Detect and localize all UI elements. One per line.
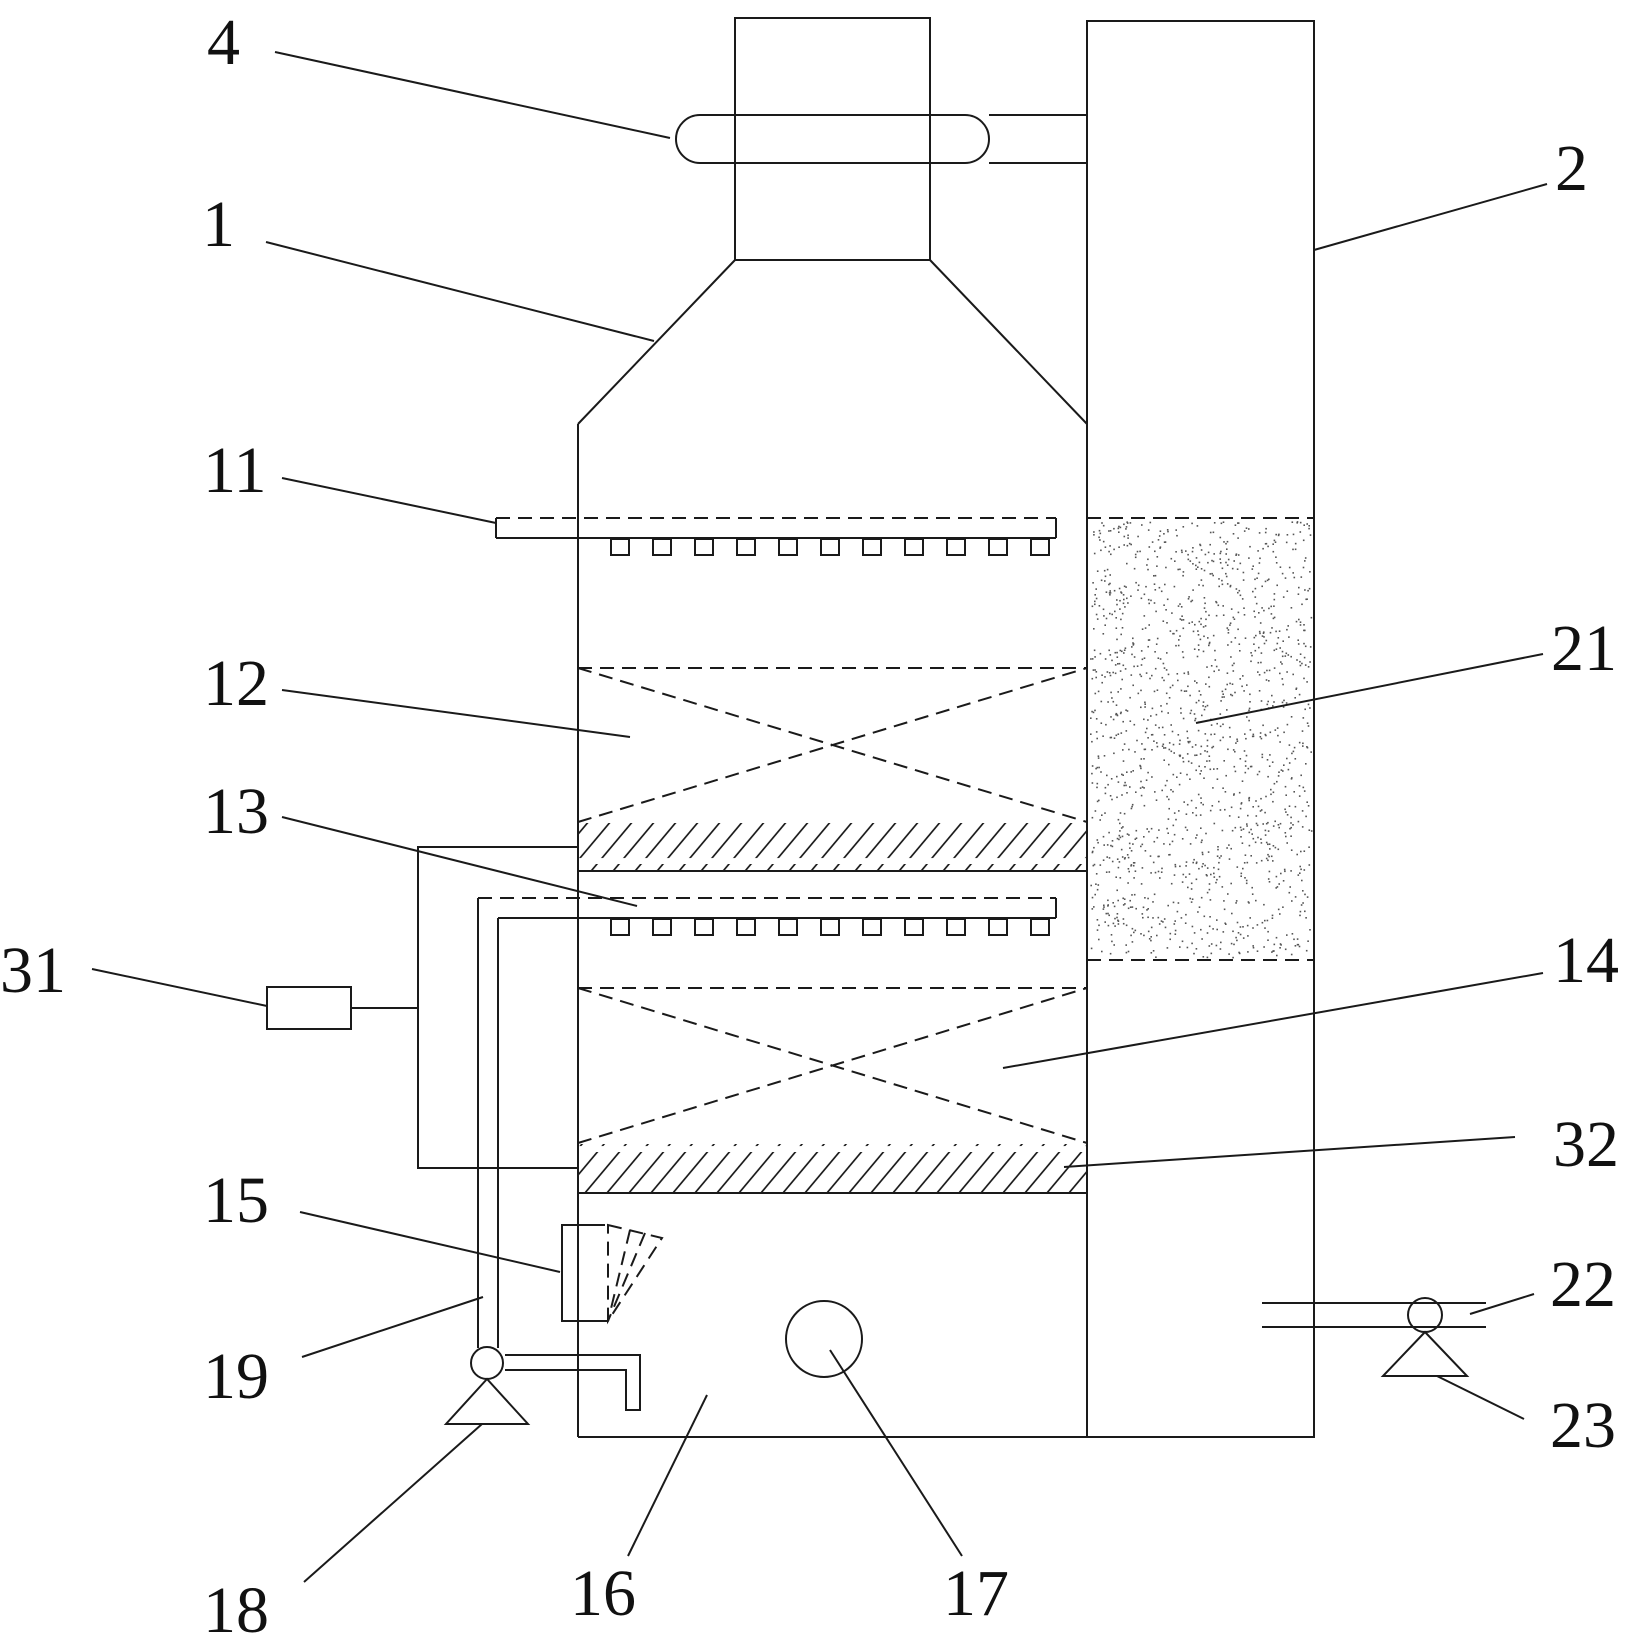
- spray-nozzle: [736, 918, 756, 936]
- label-11: 11: [203, 434, 267, 507]
- side-tower: [1086, 20, 1315, 1438]
- spray-nozzle: [820, 538, 840, 556]
- reference-numbers: 4 1 2 11 12 21 13 31 14 32 15 22 19 23 1…: [0, 6, 1619, 1639]
- label-22: 22: [1550, 1248, 1616, 1321]
- circulation-pipe: [477, 898, 641, 1411]
- label-23: 23: [1550, 1389, 1616, 1462]
- spray-nozzle: [862, 538, 882, 556]
- label-16: 16: [570, 1557, 636, 1630]
- adsorbent-packing: [1088, 518, 1313, 960]
- packing-texture: [1090, 521, 1313, 959]
- spray-nozzle: [694, 538, 714, 556]
- spray-nozzle: [904, 538, 924, 556]
- label-14: 14: [1553, 924, 1619, 997]
- spray-nozzle: [778, 918, 798, 936]
- upper-hatched-layer: [578, 823, 1087, 872]
- connecting-duct: [675, 114, 1087, 164]
- spray-nozzle: [946, 538, 966, 556]
- label-19: 19: [203, 1340, 269, 1413]
- label-13: 13: [203, 775, 269, 848]
- spray-nozzle: [946, 918, 966, 936]
- spray-nozzle: [610, 918, 630, 936]
- spray-nozzle: [1030, 538, 1050, 556]
- label-21: 21: [1551, 612, 1617, 685]
- label-15: 15: [203, 1164, 269, 1237]
- label-12: 12: [203, 647, 269, 720]
- label-18: 18: [203, 1574, 269, 1639]
- drain-pipe: [1262, 1302, 1486, 1328]
- gas-inlet: [785, 1300, 863, 1378]
- label-2: 2: [1555, 132, 1588, 205]
- spray-nozzle: [862, 918, 882, 936]
- spray-nozzle: [652, 538, 672, 556]
- spray-nozzle: [652, 918, 672, 936]
- demister: [561, 1223, 664, 1325]
- spray-nozzle: [736, 538, 756, 556]
- label-1: 1: [202, 188, 235, 261]
- spray-nozzle: [610, 538, 630, 556]
- spray-nozzle: [820, 918, 840, 936]
- upper-spray-pipe: [495, 517, 1057, 556]
- label-4: 4: [207, 6, 240, 79]
- spray-nozzle: [778, 538, 798, 556]
- spray-nozzle: [988, 918, 1008, 936]
- power-unit: [266, 846, 578, 1169]
- label-32: 32: [1553, 1108, 1619, 1181]
- label-17: 17: [943, 1557, 1009, 1630]
- leader-lines: [91, 51, 1548, 1583]
- circulation-pump: [443, 1346, 531, 1425]
- lower-spray-pipe: [478, 897, 1057, 936]
- lower-hatched-layer: [578, 1144, 1087, 1194]
- label-31: 31: [0, 934, 66, 1007]
- spray-nozzles-upper: [610, 538, 1050, 556]
- spray-nozzle: [1030, 918, 1050, 936]
- spray-nozzle: [988, 538, 1008, 556]
- lower-packing-layer: [577, 987, 1088, 1144]
- spray-nozzles-lower: [610, 918, 1050, 936]
- upper-packing-layer: [577, 667, 1088, 823]
- spray-nozzle: [904, 918, 924, 936]
- drain-pump: [1380, 1297, 1470, 1377]
- spray-nozzle: [694, 918, 714, 936]
